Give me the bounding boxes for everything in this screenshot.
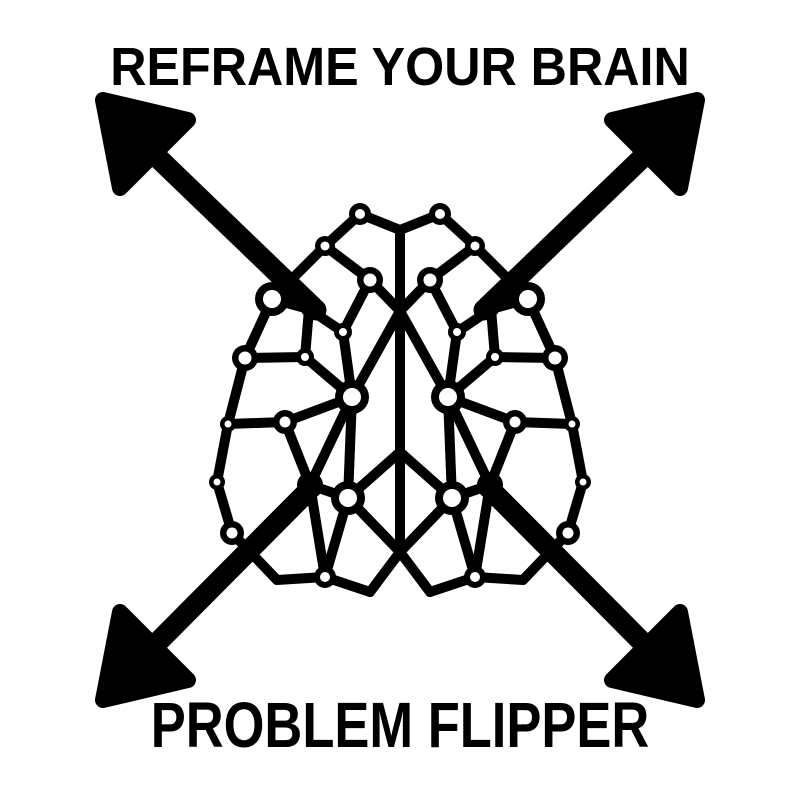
arrow-down-left-icon (95, 476, 323, 708)
arrow-up-right-icon (473, 92, 705, 321)
brain-network-icon (209, 203, 405, 597)
bottom-title: PROBLEM FLIPPER (150, 689, 650, 761)
arrow-up-left-icon (95, 92, 327, 321)
arrow-down-right-icon (477, 476, 705, 708)
top-title: REFRAME YOUR BRAIN (110, 37, 690, 97)
